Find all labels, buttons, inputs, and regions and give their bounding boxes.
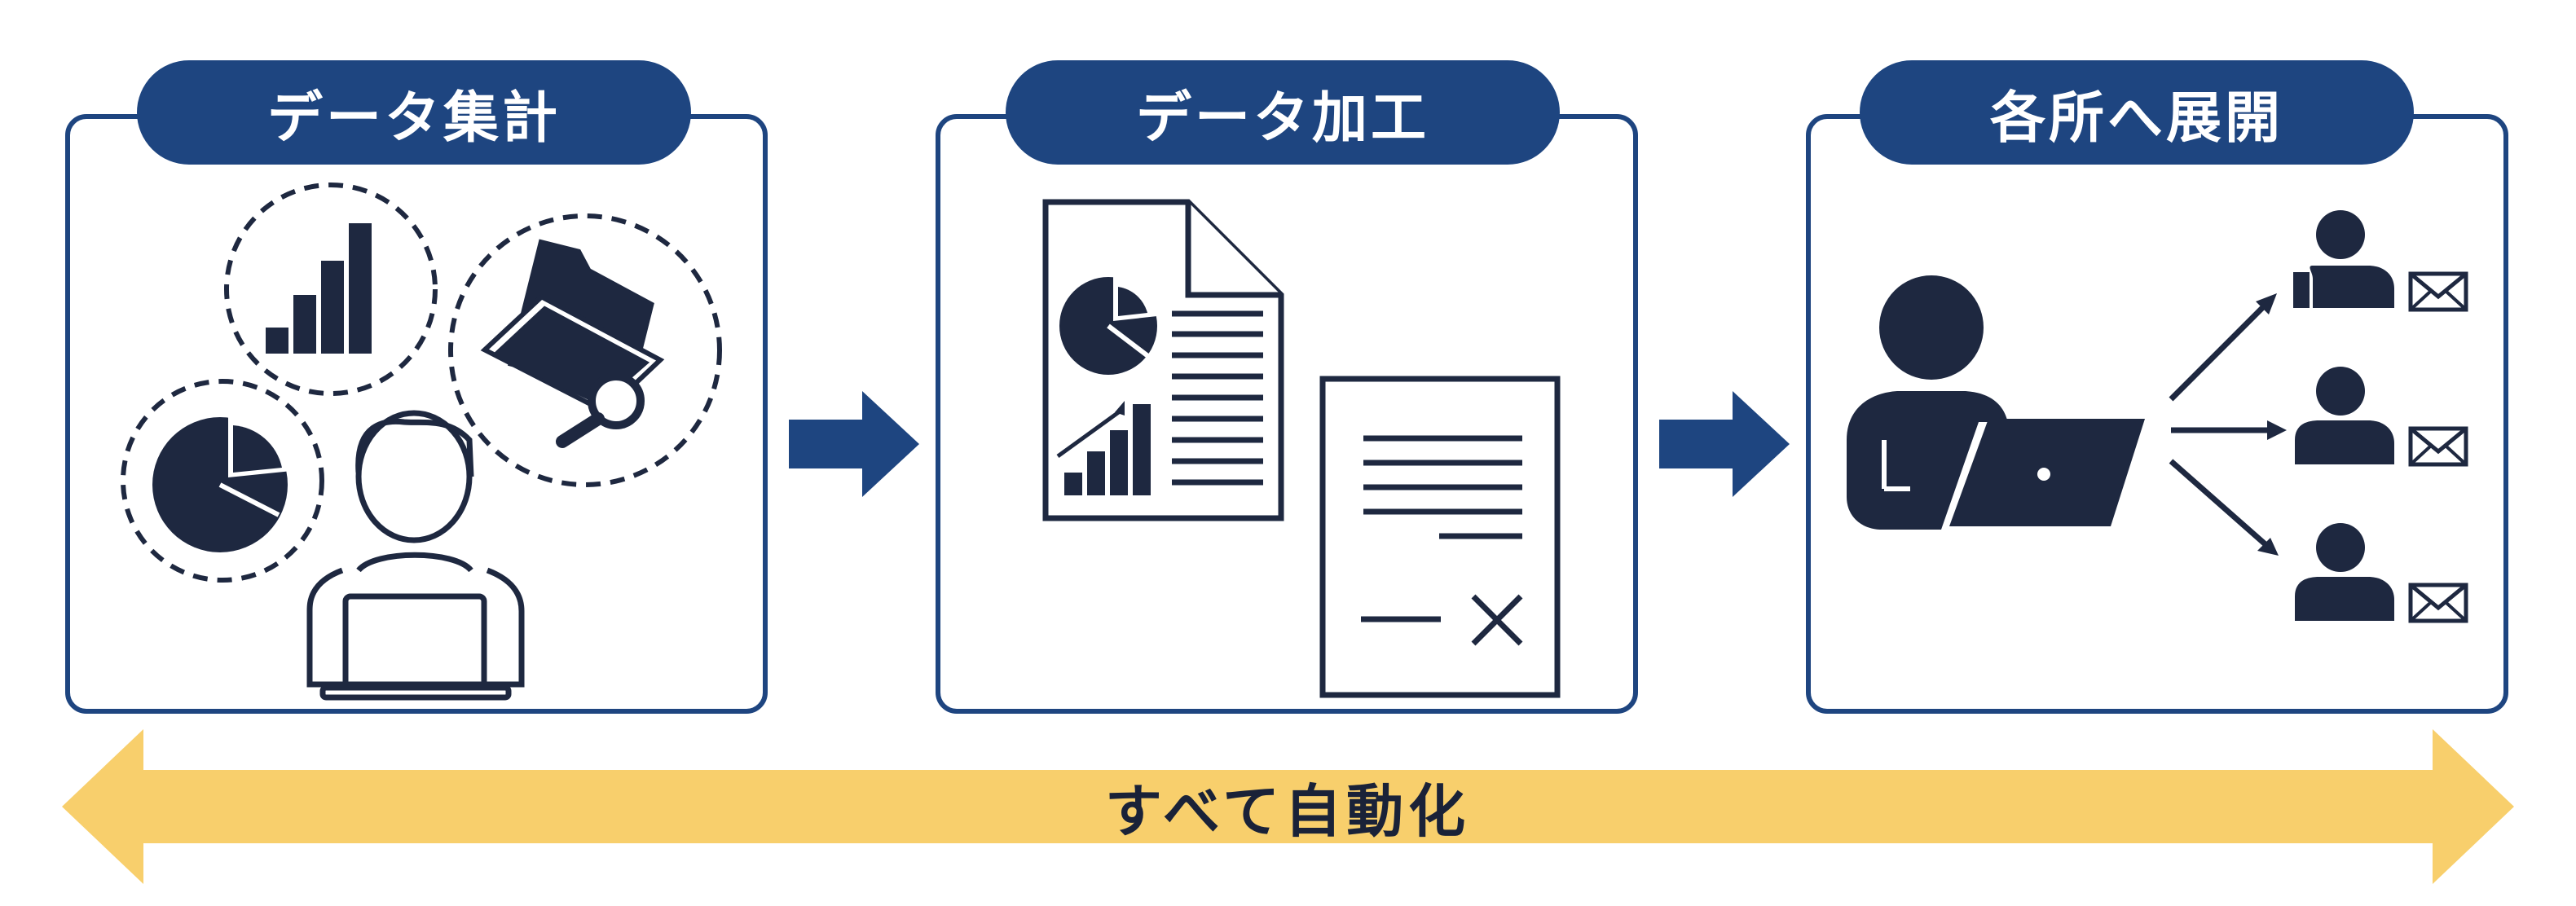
person-laptop-icon (1847, 275, 2145, 530)
step-title-distribution: 各所へ展開 (1860, 60, 2414, 165)
person-laptop-icon (306, 410, 525, 701)
pie-chart-icon (121, 379, 324, 583)
arrow-icon (2169, 293, 2287, 556)
person-mail-icon (2295, 523, 2468, 623)
bar-chart-icon (224, 183, 438, 396)
flow-arrow-icon (789, 391, 919, 497)
flow-arrow-icon (1659, 391, 1790, 497)
signature-document-icon (1319, 376, 1561, 698)
folder-search-icon (448, 213, 722, 487)
person-mail-icon (2293, 210, 2468, 312)
automation-label: すべて自動化 (1104, 777, 1471, 845)
step-title-processing: データ加工 (1006, 60, 1560, 165)
report-document-icon (1042, 199, 1284, 521)
aggregation-illustration (121, 183, 722, 701)
processing-illustration (1042, 199, 1561, 698)
person-mail-icon (2295, 367, 2468, 467)
step-title-aggregation: データ集計 (137, 60, 691, 165)
distribution-illustration (1847, 210, 2468, 623)
